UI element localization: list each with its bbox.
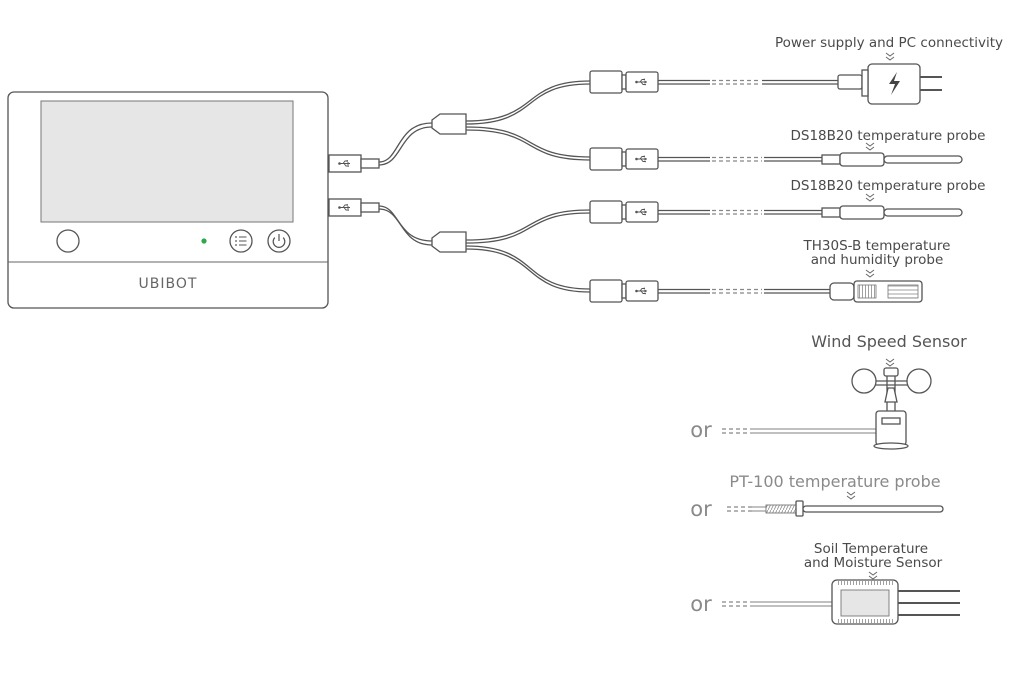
label-soil-line2: and Moisture Sensor [804, 555, 943, 571]
double-chevron-down-icon [865, 142, 875, 151]
cables [378, 80, 591, 293]
double-chevron-down-icon [846, 491, 856, 500]
label-ds18b20-a: DS18B20 temperature probe [791, 128, 986, 144]
label-wind: Wind Speed Sensor [811, 332, 967, 351]
usb-port-top [328, 154, 380, 173]
label-th30s-line1: TH30S-B temperature [803, 238, 951, 254]
lightning-icon [889, 72, 900, 95]
light-sensor-icon [56, 229, 80, 253]
power-button[interactable] [267, 229, 291, 253]
wind-speed-sensor: or [690, 367, 932, 450]
usb-connector-ds18b20-a [589, 147, 822, 171]
ds18b20-probe-a [821, 152, 963, 167]
th30s-probe [829, 280, 923, 303]
power-adapter [861, 63, 942, 105]
y-splitter-top [431, 113, 467, 135]
brand-logo: UBIBOT [139, 276, 198, 292]
y-splitter-bottom [431, 231, 467, 253]
usb-connector-power [589, 70, 863, 94]
or-label-wind: or [690, 418, 712, 442]
ubibot-device: UBIBOT [7, 91, 329, 309]
menu-icon [235, 236, 247, 246]
label-ds18b20-b: DS18B20 temperature probe [791, 178, 986, 194]
usb-connector-th30s [589, 279, 830, 303]
usb-port-bottom [328, 198, 380, 217]
or-label-soil: or [690, 592, 712, 616]
double-chevron-down-icon [885, 52, 895, 61]
double-chevron-down-icon [885, 358, 895, 367]
usb-connector-ds18b20-b [589, 200, 822, 224]
menu-button[interactable] [229, 229, 253, 253]
label-th30s-line2: and humidity probe [811, 252, 944, 268]
device-screen [40, 100, 294, 223]
double-chevron-down-icon [865, 193, 875, 202]
pt100-probe: or [690, 497, 944, 521]
or-label-pt100: or [690, 497, 712, 521]
ds18b20-probe-b [821, 205, 963, 220]
status-led [201, 238, 207, 244]
label-pt100: PT-100 temperature probe [729, 472, 940, 491]
power-icon [272, 234, 286, 248]
label-soil-line1: Soil Temperature [814, 541, 928, 557]
double-chevron-down-icon [868, 571, 878, 580]
label-power: Power supply and PC connectivity [775, 35, 1003, 51]
soil-sensor: or [690, 579, 960, 625]
double-chevron-down-icon [865, 269, 875, 278]
